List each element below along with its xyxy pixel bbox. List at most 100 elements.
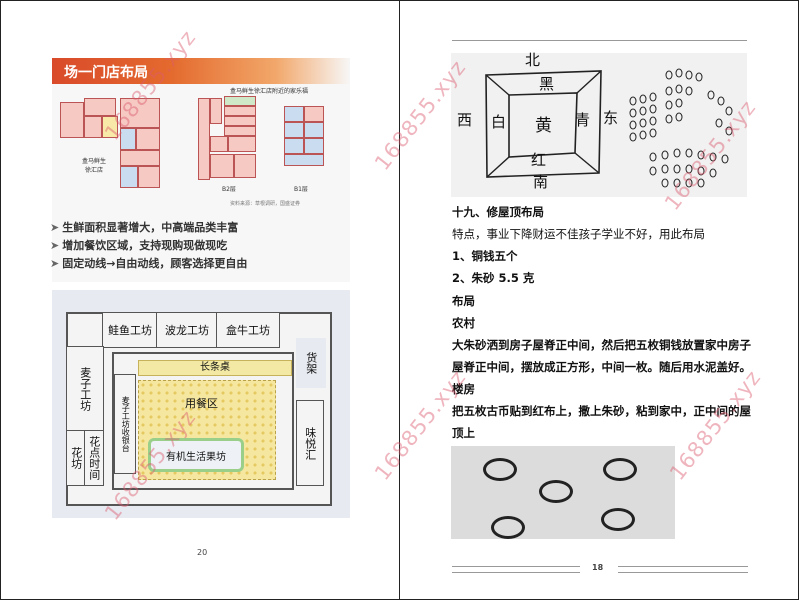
weiyue-counter: 味悦汇 bbox=[296, 400, 324, 486]
stall-lobster: 波龙工坊 bbox=[156, 312, 218, 348]
section-title: 十九、修屋顶布局 bbox=[452, 205, 544, 219]
footer-rule-left-2 bbox=[452, 572, 580, 573]
plan-block bbox=[120, 128, 136, 150]
wheat-workshop: 麦子工坊 bbox=[66, 346, 104, 432]
arrow-icon: ➤ bbox=[50, 221, 60, 234]
label-white: 白 bbox=[491, 113, 507, 131]
item-cinnabar: 2、朱砂 5.5 克 bbox=[452, 271, 535, 285]
plan-block bbox=[84, 116, 102, 138]
stall-salmon: 鲑鱼工坊 bbox=[102, 312, 158, 348]
plan-block bbox=[84, 98, 116, 116]
footer-rule-left bbox=[452, 566, 580, 567]
plan-block bbox=[198, 98, 210, 180]
plan-block bbox=[284, 138, 304, 154]
coin-circle bbox=[539, 480, 573, 503]
flower-shop: 花坊 bbox=[66, 430, 86, 486]
label-yellow: 黄 bbox=[535, 116, 552, 136]
plan-block bbox=[234, 154, 256, 178]
building-heading: 楼房 bbox=[452, 382, 475, 396]
stall-beef: 盒牛工坊 bbox=[216, 312, 280, 348]
plan-block bbox=[120, 150, 160, 166]
dining-area-label: 用餐区 bbox=[185, 397, 218, 410]
compass-sketch bbox=[485, 70, 602, 178]
carrefour-floor-plan: B2层 B1层 bbox=[198, 96, 338, 193]
flower-time-label: 花点时间 bbox=[87, 436, 101, 480]
right-page-number: 18 bbox=[592, 563, 604, 572]
rural-text-line-1: 大朱砂洒到房子屋脊正中间，然后把五枚铜钱放置家中房子 bbox=[452, 338, 751, 352]
bullet-text: 固定动线→自由动线，顾客选择更自由 bbox=[62, 257, 248, 270]
coin-circle bbox=[491, 516, 525, 539]
plan-block bbox=[284, 122, 304, 138]
building-text-line-1: 把五枚古币贴到红布上，撒上朱砂，粘到家中，正中间的屋 bbox=[452, 404, 751, 418]
plan-block bbox=[136, 128, 160, 150]
rural-text-line-2: 屋脊正中间，摆放成正方形，中间一枚。随后用水泥盖好。 bbox=[452, 360, 751, 374]
store-label: 盒马鲜生 徐汇店 bbox=[81, 158, 106, 174]
plan-block bbox=[210, 136, 228, 152]
store-floor-plan: 鲑鱼工坊 波龙工坊 盒牛工坊 麦子工坊 花坊 花点时间 货架 味悦汇 长条桌 麦… bbox=[52, 290, 350, 518]
slide-bullet: ➤增加餐饮区域，支持现购现做现吃 bbox=[50, 237, 227, 253]
flower-time: 花点时间 bbox=[84, 430, 104, 486]
plan-block bbox=[120, 166, 138, 188]
plan-block bbox=[304, 138, 324, 154]
plan-block bbox=[60, 102, 84, 138]
source-note: 资料来源：草根调研，国盛证券 bbox=[230, 201, 301, 207]
plan-block bbox=[228, 136, 256, 152]
floor-b1-label: B1层 bbox=[294, 186, 308, 193]
plan-block bbox=[284, 106, 304, 122]
footer-rule-right bbox=[618, 566, 748, 567]
building-text-line-2: 顶上 bbox=[452, 426, 475, 440]
plan-block bbox=[210, 98, 222, 124]
plan-block bbox=[210, 154, 234, 178]
label-west: 西 bbox=[457, 111, 473, 129]
left-page-number: 20 bbox=[197, 548, 208, 557]
slide-bullet: ➤生鲜面积显著增大，中高端品类丰富 bbox=[50, 219, 238, 235]
plan-block bbox=[304, 106, 324, 122]
slide-title: 场一门店布局 bbox=[64, 65, 148, 81]
header-rule bbox=[452, 40, 747, 41]
label-black: 黑 bbox=[539, 75, 555, 93]
flower-shop-label: 花坊 bbox=[69, 447, 83, 469]
store-layout-slide: 场一门店布局 盒马鲜生 徐汇店 盒马鲜生徐汇店附近的家乐福 B2层 bbox=[52, 58, 350, 282]
bullet-text: 增加餐饮区域，支持现购现做现吃 bbox=[62, 239, 228, 252]
plan-block bbox=[138, 166, 160, 188]
wheat-cashier: 麦子工坊收银台 bbox=[114, 374, 136, 474]
floor-b2-label: B2层 bbox=[222, 186, 236, 193]
footer-rule-right-2 bbox=[618, 572, 748, 573]
long-table: 长条桌 bbox=[138, 360, 292, 376]
page-divider bbox=[399, 0, 400, 600]
shelf: 货架 bbox=[296, 338, 326, 388]
coin-dots-sketch bbox=[629, 68, 733, 188]
plan-block bbox=[224, 116, 256, 126]
rural-heading: 农村 bbox=[452, 316, 475, 330]
plan-block bbox=[304, 122, 324, 138]
inner-wall bbox=[112, 352, 294, 490]
arrow-icon: ➤ bbox=[50, 239, 60, 252]
label-red: 红 bbox=[531, 151, 547, 169]
plan-block bbox=[120, 98, 160, 128]
plan-block bbox=[224, 126, 256, 136]
layout-heading: 布局 bbox=[452, 294, 475, 308]
arrow-icon: ➤ bbox=[50, 257, 60, 270]
label-green: 青 bbox=[575, 111, 591, 129]
coin-arrangement-photo bbox=[451, 446, 675, 539]
compass-drawing: 北 黑 西 白 黄 青 东 红 南 bbox=[451, 51, 747, 197]
feature-line: 特点，事业下降财运不佳孩子学业不好，用此布局 bbox=[452, 227, 705, 241]
wheat-cashier-label: 麦子工坊收银台 bbox=[121, 396, 131, 452]
slide-bullet: ➤固定动线→自由动线，顾客选择更自由 bbox=[50, 255, 247, 271]
slide-header-bar: 场一门店布局 bbox=[52, 58, 350, 84]
organic-workshop: 有机生活果坊 bbox=[148, 438, 244, 472]
label-south: 南 bbox=[533, 173, 549, 191]
hema-floor-plan: 盒马鲜生 徐汇店 bbox=[60, 98, 178, 190]
label-north: 北 bbox=[525, 51, 541, 69]
coin-circle bbox=[601, 508, 635, 531]
item-copper-coins: 1、铜钱五个 bbox=[452, 249, 518, 263]
coin-circle bbox=[603, 458, 637, 481]
plan-block bbox=[224, 96, 256, 106]
coin-circle bbox=[483, 458, 517, 481]
wheat-workshop-label: 麦子工坊 bbox=[78, 367, 92, 411]
plan-caption: 盒马鲜生徐汇店附近的家乐福 bbox=[230, 88, 309, 95]
bullet-text: 生鲜面积显著增大，中高端品类丰富 bbox=[62, 221, 239, 234]
plan-block bbox=[284, 154, 324, 166]
label-east: 东 bbox=[603, 109, 619, 127]
shelf-label: 货架 bbox=[304, 352, 318, 374]
